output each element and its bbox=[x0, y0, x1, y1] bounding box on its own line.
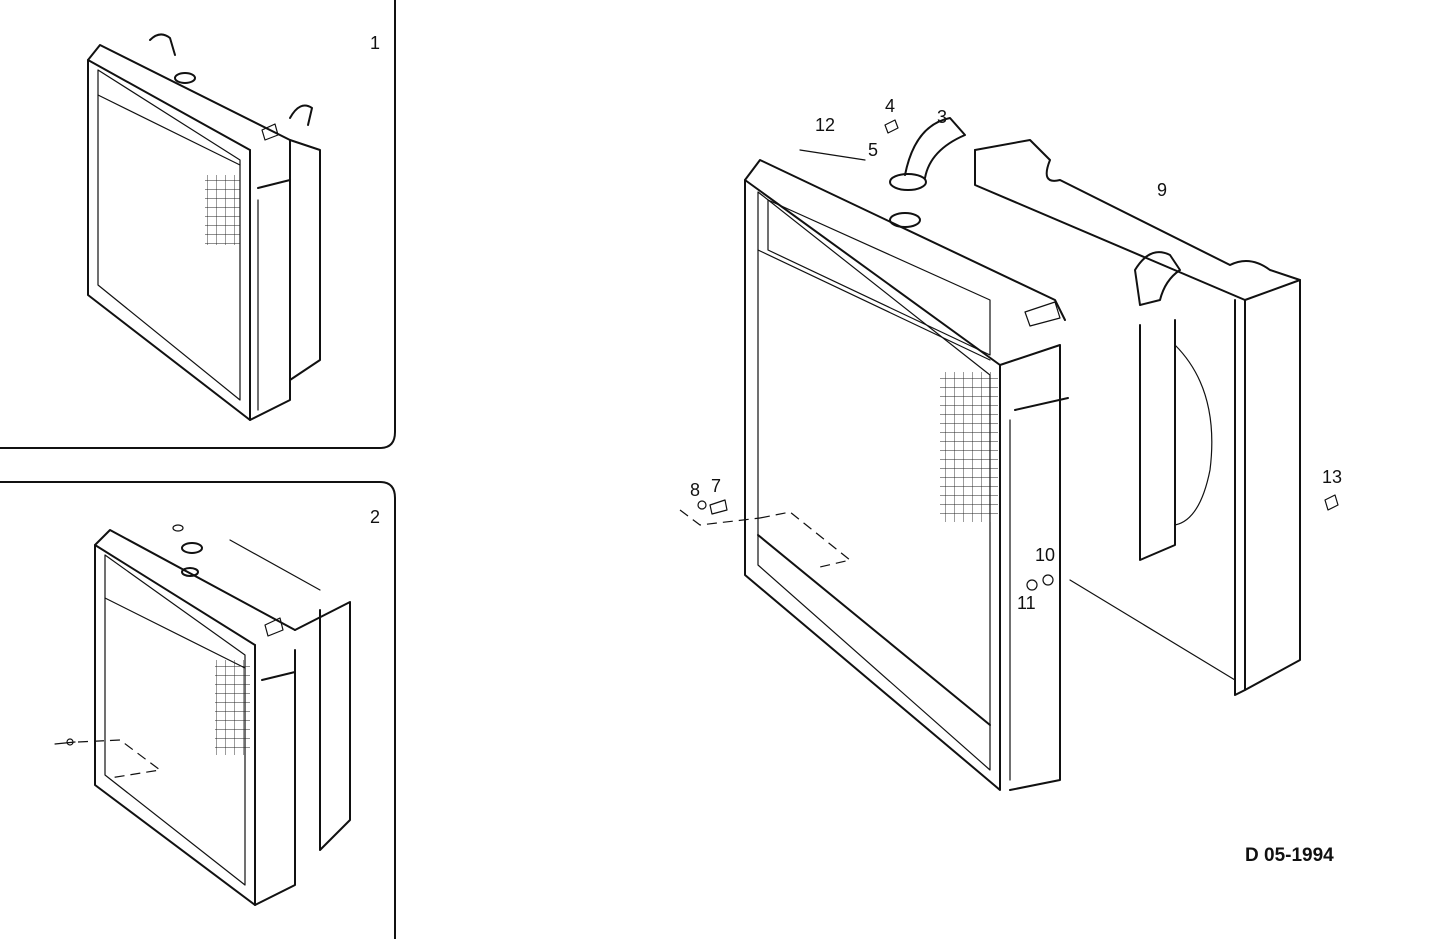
radiator-assembly-2 bbox=[54, 524, 351, 906]
callout-13: 13 bbox=[1322, 467, 1343, 487]
panel-1-number: 1 bbox=[370, 33, 381, 53]
callout-12: 12 bbox=[815, 115, 836, 135]
panel-2-frame bbox=[0, 481, 396, 939]
callout-7: 7 bbox=[711, 476, 722, 496]
callout-8: 8 bbox=[690, 480, 701, 500]
callout-4: 4 bbox=[885, 96, 896, 116]
callout-9: 9 bbox=[1157, 180, 1168, 200]
document-code: D 05-1994 bbox=[1245, 845, 1334, 866]
panel-2-number: 2 bbox=[370, 507, 381, 527]
panel-1-frame bbox=[0, 0, 396, 449]
main-radiator-core bbox=[744, 149, 1069, 791]
callout-10: 10 bbox=[1035, 545, 1056, 565]
callout-5: 5 bbox=[868, 140, 879, 160]
radiator-assembly-1 bbox=[87, 33, 321, 421]
main-shroud bbox=[974, 139, 1301, 696]
callout-11: 11 bbox=[1017, 593, 1036, 613]
main-hoses-and-parts bbox=[679, 117, 1339, 591]
callout-3: 3 bbox=[937, 107, 948, 127]
